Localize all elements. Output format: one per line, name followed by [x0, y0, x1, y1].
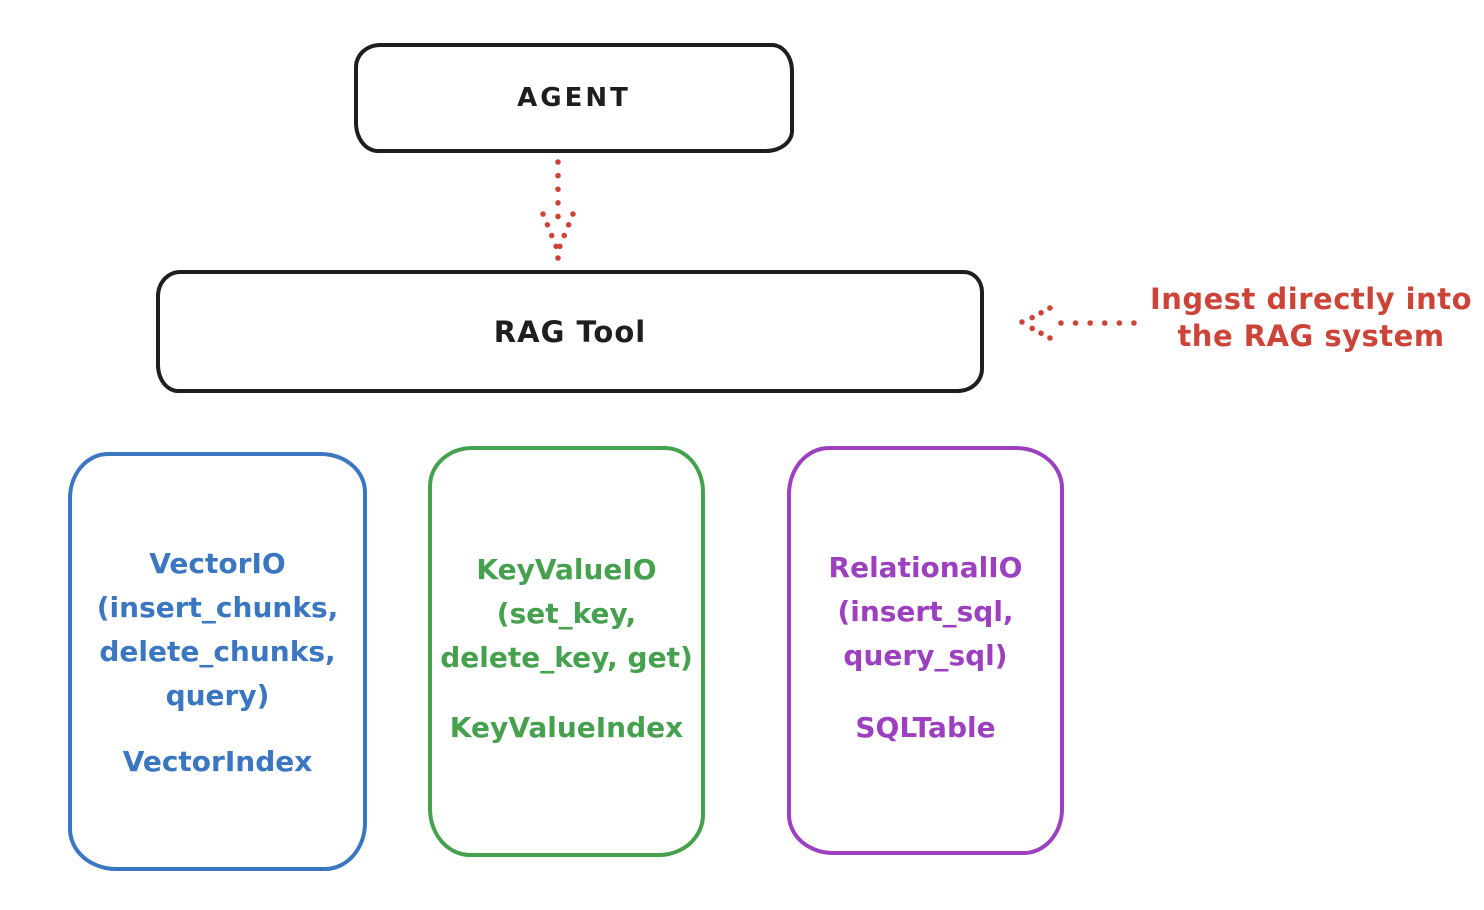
- relational-io-node: RelationalIO (insert_sql, query_sql) SQL…: [787, 446, 1064, 855]
- vector-io-title-line: VectorIO: [149, 547, 286, 580]
- vector-io-methods-line: delete_chunks,: [99, 635, 336, 668]
- vector-io-methods-line: query): [165, 679, 270, 712]
- ingest-annotation-line1: Ingest directly into: [1149, 282, 1473, 316]
- keyvalue-io-methods-line: (set_key,: [496, 597, 637, 630]
- rag-tool-node: RAG Tool: [156, 270, 984, 393]
- sql-table-label: SQLTable: [855, 711, 996, 744]
- agent-node-label: AGENT: [517, 83, 631, 113]
- ingest-annotation: Ingest directly into the RAG system: [1138, 281, 1484, 355]
- agent-to-ragtool-arrow-icon: [540, 159, 576, 261]
- keyvalue-io-methods-line: delete_key, get): [440, 641, 693, 674]
- relational-io-methods-line: query_sql): [843, 639, 1008, 672]
- vector-io-node: VectorIO (insert_chunks, delete_chunks, …: [68, 452, 367, 871]
- keyvalue-io-title-line: KeyValueIO: [476, 553, 657, 586]
- agent-node: AGENT: [354, 43, 794, 153]
- keyvalue-io-node: KeyValueIO (set_key, delete_key, get) Ke…: [428, 446, 705, 857]
- rag-tool-node-label: RAG Tool: [493, 314, 647, 349]
- annotation-to-ragtool-arrow-icon: [1019, 305, 1137, 341]
- relational-io-title-line: RelationalIO: [828, 551, 1023, 584]
- ingest-annotation-line2: the RAG system: [1177, 319, 1445, 353]
- vector-io-methods-line: (insert_chunks,: [96, 591, 339, 624]
- keyvalue-index-label: KeyValueIndex: [449, 711, 684, 744]
- vector-index-label: VectorIndex: [122, 745, 313, 778]
- relational-io-methods-line: (insert_sql,: [837, 595, 1014, 628]
